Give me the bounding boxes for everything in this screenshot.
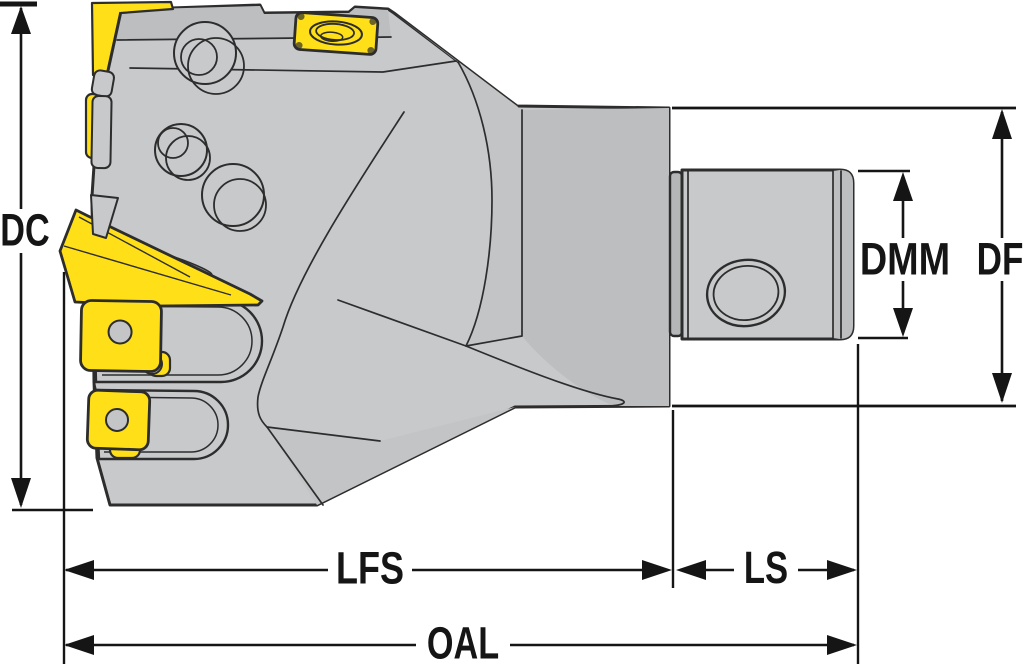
cone-face bbox=[394, 13, 522, 346]
oal-arrow-right bbox=[827, 635, 857, 655]
insert-top-face bbox=[292, 11, 380, 56]
dmm-arrow-down bbox=[893, 308, 913, 337]
head-hole-lower bbox=[201, 163, 267, 232]
cone-curve bbox=[457, 61, 493, 347]
clamp-tab-lower bbox=[90, 94, 113, 170]
right-face bbox=[522, 108, 669, 406]
head-hole-top bbox=[173, 21, 245, 95]
df-arrow-up bbox=[992, 109, 1012, 139]
lfs-label: LFS bbox=[336, 543, 404, 594]
wing-curve bbox=[465, 345, 625, 407]
oal-label: OAL bbox=[427, 619, 499, 664]
shank-hole-inner bbox=[712, 264, 780, 322]
shank-hole-outer bbox=[705, 258, 787, 328]
dimension-oal: OAL bbox=[64, 619, 857, 664]
bottom-chamfer-face bbox=[267, 407, 515, 505]
pocket-lower-wall bbox=[101, 396, 219, 453]
ls-label: LS bbox=[744, 543, 788, 593]
insert-square-1-hole bbox=[107, 319, 133, 345]
extension-lines bbox=[62, 272, 860, 664]
head-hole-middle bbox=[154, 123, 211, 181]
oal-arrow-left bbox=[64, 635, 94, 655]
flute-curve bbox=[256, 111, 405, 428]
body-corner-over-wedge bbox=[90, 194, 119, 239]
chamfer-edges bbox=[93, 299, 467, 506]
shank-flange bbox=[668, 170, 684, 338]
shank-collar bbox=[833, 170, 853, 339]
dc-arrow-down bbox=[11, 478, 31, 508]
dimension-lfs: LFS bbox=[64, 543, 672, 594]
countersink-outer bbox=[309, 20, 363, 46]
corner-notch bbox=[367, 46, 375, 54]
insert-square-1 bbox=[79, 299, 163, 373]
pocket-upper-wall bbox=[99, 305, 253, 376]
corner-notch bbox=[297, 13, 305, 21]
lfs-arrow-left bbox=[64, 560, 94, 580]
dimension-df: DF bbox=[672, 106, 1024, 408]
dimension-dmm: DMM bbox=[858, 169, 950, 340]
ls-arrow-left bbox=[676, 560, 706, 580]
dmm-arrow-up bbox=[893, 172, 913, 201]
ls-arrow-right bbox=[827, 560, 857, 580]
df-arrow-down bbox=[992, 373, 1012, 403]
corner-notch bbox=[369, 18, 377, 26]
insert-square-2 bbox=[85, 388, 152, 452]
countersink-mid bbox=[315, 22, 355, 41]
df-label: DF bbox=[977, 233, 1024, 284]
shank bbox=[668, 168, 855, 341]
dc-label: DC bbox=[0, 206, 49, 256]
insert-wedge bbox=[58, 194, 264, 308]
insert-top-sliver-edge bbox=[105, 11, 121, 77]
countersink-inner bbox=[320, 31, 344, 43]
corner-notch bbox=[295, 41, 303, 49]
lfs-arrow-right bbox=[642, 560, 672, 580]
inserts bbox=[58, 0, 380, 460]
right-face-edge bbox=[465, 109, 523, 347]
insert-top-sliver bbox=[90, 0, 175, 79]
insert-square-2-hole bbox=[105, 407, 130, 432]
dmm-label: DMM bbox=[860, 234, 950, 285]
dimension-ls: LS bbox=[676, 543, 857, 593]
dimension-dc: DC bbox=[0, 1, 93, 512]
shank-collar-lines bbox=[687, 170, 842, 339]
dc-arrow-up bbox=[11, 6, 31, 34]
